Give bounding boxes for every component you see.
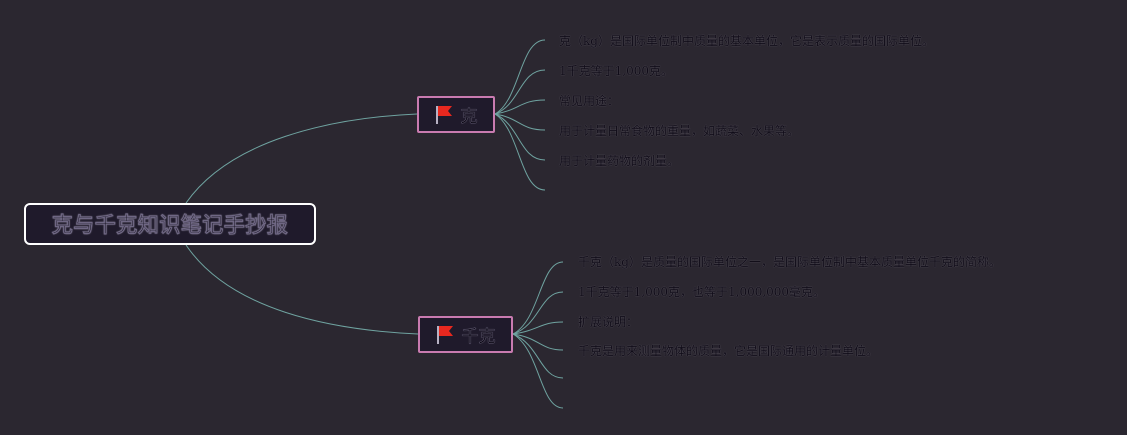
subtopic-qianke-usage[interactable]: 千克是用来测量物体的质量，它是国际通用的计量单位。: [578, 344, 879, 358]
connector-central-to-branch-1: [185, 113, 418, 204]
connector-branch-1-leaf-4: [494, 113, 546, 131]
central-topic[interactable]: 克与千克知识笔记手抄报: [24, 203, 316, 245]
subtopic-qianke-extended-heading[interactable]: 扩展说明：: [578, 315, 639, 329]
subtopic-qianke-definition[interactable]: 千克（kg）是质量的国际单位之一，是国际单位制中基本质量单位千克的简称。: [578, 255, 1001, 269]
flag-icon: [436, 325, 453, 344]
connector-branch-2-leaf-3: [512, 321, 564, 335]
connector-branch-1-leaf-3: [494, 99, 546, 115]
branch-label: 千克: [461, 327, 496, 347]
connector-branch-1-leaf-1: [494, 39, 546, 115]
subtopic-ke-use-food[interactable]: 用于计量日常食物的重量，如蔬菜、水果等。: [559, 124, 800, 138]
connector-branch-2-leaf-1: [512, 261, 564, 335]
branch-label: 克: [460, 107, 478, 127]
subtopic-ke-uses-heading[interactable]: 常见用途：: [559, 94, 620, 108]
connector-branch-2-leaf-6: [512, 333, 564, 409]
connector-branch-1-leaf-6: [494, 113, 546, 191]
central-topic-label: 克与千克知识笔记手抄报: [51, 213, 289, 237]
flag-icon: [435, 105, 452, 124]
subtopic-ke-definition[interactable]: 克（kg）是国际单位制中质量的基本单位，它是表示质量的国际单位。: [559, 34, 934, 48]
subtopic-ke-use-medicine[interactable]: 用于计量药物的剂量。: [559, 154, 680, 168]
subtopic-qianke-conversion[interactable]: 1千克等于1,000克，也等于1,000,000毫克。: [578, 285, 826, 299]
connector-branch-2-leaf-4: [512, 333, 564, 351]
connector-branch-1-leaf-2: [494, 69, 546, 115]
connector-branch-2-leaf-2: [512, 291, 564, 335]
connector-branch-1-leaf-5: [494, 113, 546, 161]
subtopic-ke-conversion[interactable]: 1千克等于1,000克。: [559, 64, 673, 78]
connector-branch-2-leaf-5: [512, 333, 564, 379]
branch-topic-qianke[interactable]: 千克: [418, 316, 513, 353]
branch-topic-ke[interactable]: 克: [417, 96, 495, 133]
connector-central-to-branch-2: [185, 244, 419, 335]
